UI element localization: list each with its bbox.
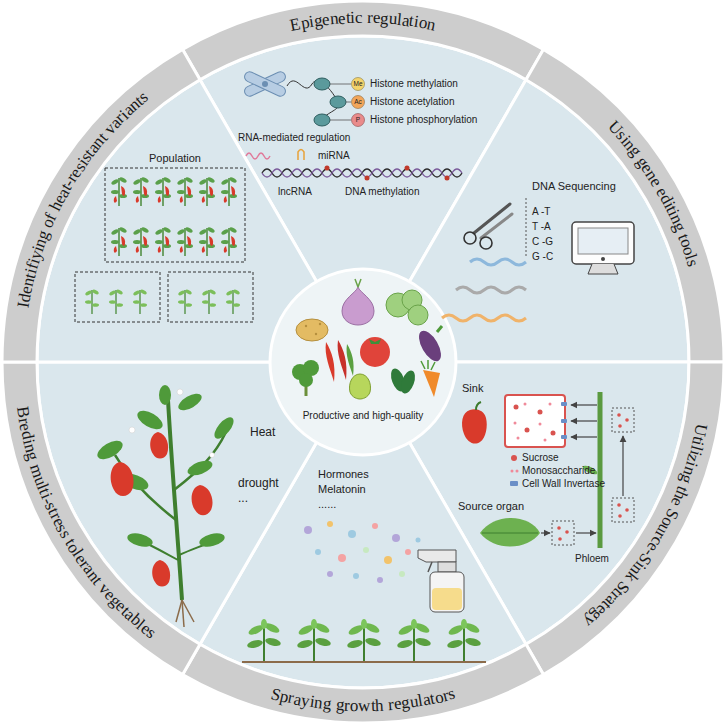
goal-circle-fill bbox=[270, 269, 456, 455]
ring-segment bbox=[2, 362, 200, 675]
text-label: Source organ bbox=[458, 500, 524, 513]
sector-panel: Utilizing the Source-Sink Strategy bbox=[363, 362, 724, 675]
goal-circle: Productive and high-quality bbox=[268, 267, 458, 457]
text-label: Sucrose bbox=[522, 452, 559, 464]
sector-title: Epigenetic regulation bbox=[284, 6, 444, 37]
sector-panel-shape bbox=[182, 1, 544, 362]
title-glyph: i bbox=[350, 8, 355, 28]
title-glyph: g bbox=[335, 695, 345, 716]
sector-title: Spraying growth regulators bbox=[264, 682, 464, 718]
sector-fill bbox=[37, 80, 363, 362]
text-label: Histone acetylation bbox=[370, 96, 455, 108]
sector-title: Breding multi-stress tolerant vegetables bbox=[11, 400, 163, 645]
title-glyph: r bbox=[344, 695, 351, 715]
ring-segment bbox=[526, 49, 724, 362]
text-label: Ac bbox=[354, 98, 362, 106]
sector-title: Identifiying of heat-resistant variants bbox=[12, 85, 156, 317]
ring-segment bbox=[2, 49, 200, 362]
text-label: RNA-mediated regulation bbox=[238, 132, 350, 144]
text-label: Heat bbox=[250, 425, 275, 439]
text-label: Histone methylation bbox=[370, 78, 458, 90]
title-glyph: e bbox=[338, 8, 347, 28]
text-label: Me bbox=[353, 80, 362, 88]
sector-fill bbox=[363, 80, 689, 362]
title-glyph: h bbox=[375, 695, 384, 715]
title-glyph: r bbox=[367, 8, 373, 28]
text-label: drought bbox=[238, 476, 279, 490]
goal-text: Productive and high-quality bbox=[303, 410, 424, 422]
sector-panel: Epigenetic regulation bbox=[182, 1, 544, 362]
title-glyph: c bbox=[355, 8, 363, 28]
sector-title: Utilizing the Source-Sink Strategy bbox=[577, 418, 712, 632]
title-glyph: t bbox=[370, 696, 375, 716]
text-label: Cell Wall Invertase bbox=[522, 478, 605, 490]
text-label: Histone phosphorylation bbox=[370, 114, 477, 126]
text-label: Hormones bbox=[318, 468, 369, 481]
text-label: G -C bbox=[532, 251, 553, 263]
text-label: A -T bbox=[532, 206, 550, 218]
text-label: lncRNA bbox=[278, 186, 312, 198]
sector-panel: Using gene editing tools bbox=[363, 49, 724, 362]
text-label: T -A bbox=[532, 221, 551, 233]
text-label: C -G bbox=[532, 236, 553, 248]
ring-segment bbox=[183, 1, 544, 80]
title-glyph: g bbox=[322, 694, 333, 715]
title-glyph: g bbox=[380, 8, 390, 28]
title-glyph: e bbox=[372, 8, 380, 28]
text-label: ...... bbox=[318, 498, 336, 511]
sector-panel: Identifiying of heat-resistant variants bbox=[2, 49, 363, 363]
title-glyph: t bbox=[345, 8, 351, 28]
text-label: ... bbox=[238, 491, 248, 505]
ring-segment bbox=[526, 362, 724, 675]
text-label: Sink bbox=[462, 382, 483, 395]
text-label: Phloem bbox=[575, 553, 609, 565]
text-label: DNA Sequencing bbox=[532, 180, 616, 193]
sector-panel: Breding multi-stress tolerant vegetables bbox=[2, 362, 363, 675]
text-label: DNA methylation bbox=[345, 186, 419, 198]
goal-circle-shape bbox=[268, 267, 458, 457]
ring-segment bbox=[183, 644, 544, 723]
title-glyph: w bbox=[358, 696, 370, 716]
title-glyph bbox=[363, 8, 367, 28]
text-label: miRNA bbox=[318, 150, 350, 162]
sector-title: Using gene editing tools bbox=[603, 116, 704, 275]
text-label: Population bbox=[149, 152, 201, 165]
title-glyph: o bbox=[350, 696, 359, 716]
title-glyph: n bbox=[329, 9, 339, 30]
text-label: P bbox=[356, 116, 360, 124]
text-label: Monosaccharide bbox=[522, 465, 595, 477]
text-label: Melatonin bbox=[318, 483, 366, 496]
